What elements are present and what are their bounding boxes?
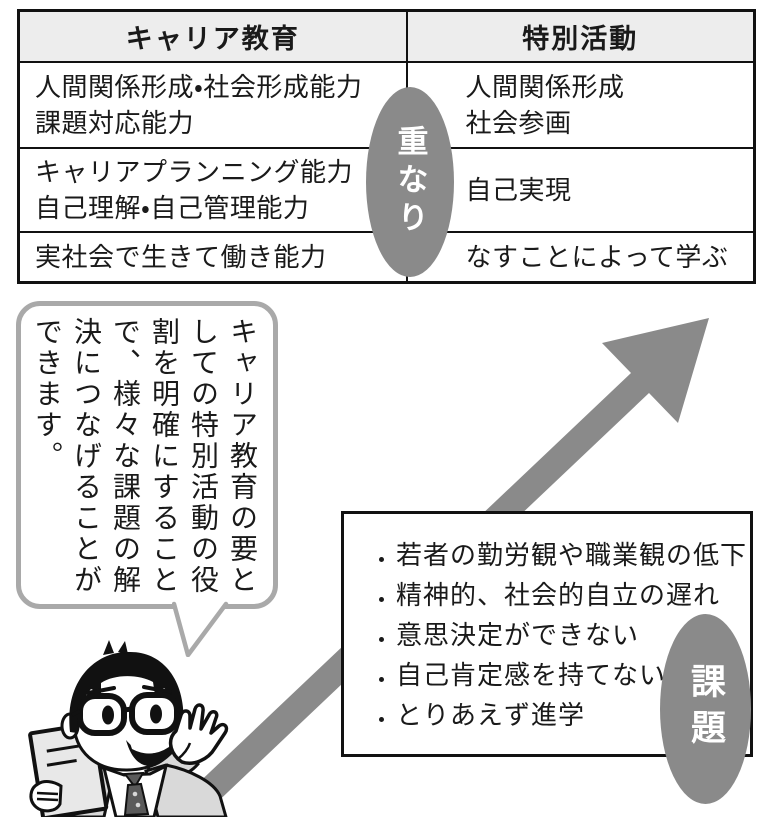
cell-career-row1: 人間関係形成・社会形成能力 課題対応能力 — [17, 61, 408, 149]
issues-badge: 課題 — [660, 614, 751, 804]
issues-list: 若者の勤労観や職業観の低下 精神的、社会的自立の遅れ 意思決定ができない 自己肯… — [344, 541, 750, 730]
cell-tokkatsu-row2: 自己実現 — [405, 147, 756, 233]
speech-bubble-tail — [172, 601, 229, 657]
table-row: 実社会で生きて働き能力 なすことによって学ぶ — [17, 231, 756, 284]
table-header-special-activities: 特別活動 — [405, 9, 756, 63]
speech-bubble: キャリア教育の要と しての特別活動の役 割を明確にすること で、様々な課題の解 … — [16, 301, 278, 609]
table-header-row: キャリア教育 特別活動 — [17, 9, 756, 63]
cell-tokkatsu-row1: 人間関係形成 社会参画 — [405, 61, 756, 149]
issue-item: 意思決定ができない — [396, 621, 750, 650]
cell-career-row3: 実社会で生きて働き能力 — [17, 231, 408, 284]
comparison-table: キャリア教育 特別活動 人間関係形成・社会形成能力 課題対応能力 人間関係形成 … — [17, 9, 756, 284]
teacher-character-illustration — [28, 640, 229, 817]
cell-career-row2: キャリアプランニング能力 自己理解・自己管理能力 — [17, 147, 408, 233]
table-row: 人間関係形成・社会形成能力 課題対応能力 人間関係形成 社会参画 — [17, 61, 756, 149]
overlap-badge-label: 重なり — [392, 125, 428, 239]
cell-tokkatsu-row3: なすことによって学ぶ — [405, 231, 756, 284]
issue-item: 自己肯定感を持てない — [396, 661, 750, 690]
speech-bubble-text: キャリア教育の要と しての特別活動の役 割を明確にすること で、様々な課題の解 … — [32, 317, 258, 596]
issues-badge-label: 課題 — [686, 663, 725, 755]
issue-item: 若者の勤労観や職業観の低下 — [396, 541, 750, 570]
overlap-badge: 重なり — [366, 87, 454, 277]
issue-item: とりあえず進学 — [396, 701, 750, 730]
issue-item: 精神的、社会的自立の遅れ — [396, 581, 750, 610]
table-header-career-education: キャリア教育 — [17, 9, 408, 63]
table-row: キャリアプランニング能力 自己理解・自己管理能力 自己実現 — [17, 147, 756, 233]
